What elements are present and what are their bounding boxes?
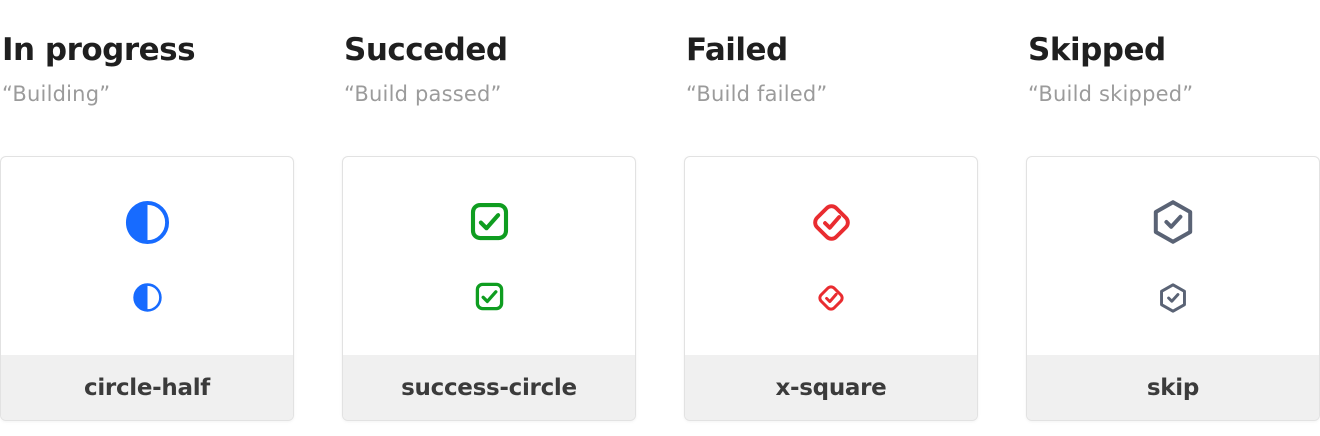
check-square-icon-small xyxy=(473,280,506,313)
icon-name-label: circle-half xyxy=(83,374,210,401)
status-column-skipped: Skipped “Build skipped” skip xyxy=(1026,0,1320,436)
icon-card: circle-half xyxy=(0,156,294,422)
icon-name-bar: skip xyxy=(1027,355,1319,421)
icon-name-label: x-square xyxy=(775,374,887,401)
icon-name-label: success-circle xyxy=(401,374,577,401)
circle-half-icon-large xyxy=(124,199,171,246)
status-heading: In progress xyxy=(2,32,196,68)
status-heading: Succeded xyxy=(344,32,508,68)
icon-preview-area xyxy=(343,157,635,355)
icon-preview-area xyxy=(1,157,293,355)
status-heading: Skipped xyxy=(1028,32,1166,68)
status-column-in-progress: In progress “Building” circle- xyxy=(0,0,294,436)
circle-half-icon-small xyxy=(132,282,163,313)
check-diamond-icon-large xyxy=(808,199,855,246)
status-quote: “Build failed” xyxy=(686,82,828,107)
icon-preview-area xyxy=(1027,157,1319,355)
check-hexagon-icon-large xyxy=(1149,198,1197,246)
status-quote: “Building” xyxy=(2,82,111,107)
icon-name-bar: success-circle xyxy=(343,355,635,421)
check-hexagon-icon-small xyxy=(1157,282,1189,314)
status-quote: “Build passed” xyxy=(344,82,502,107)
icon-name-label: skip xyxy=(1146,374,1200,401)
status-heading: Failed xyxy=(686,32,788,68)
check-diamond-icon-small xyxy=(815,282,847,314)
icon-name-bar: x-square xyxy=(685,355,977,421)
status-column-succeeded: Succeded “Build passed” succes xyxy=(342,0,636,436)
icon-preview-area xyxy=(685,157,977,355)
check-square-icon-large xyxy=(467,199,512,244)
icon-card: skip xyxy=(1026,156,1320,422)
icon-name-bar: circle-half xyxy=(1,355,293,421)
icon-card: success-circle xyxy=(342,156,636,422)
status-column-failed: Failed “Build failed” x-square xyxy=(684,0,978,436)
icon-card: x-square xyxy=(684,156,978,422)
status-quote: “Build skipped” xyxy=(1028,82,1194,107)
